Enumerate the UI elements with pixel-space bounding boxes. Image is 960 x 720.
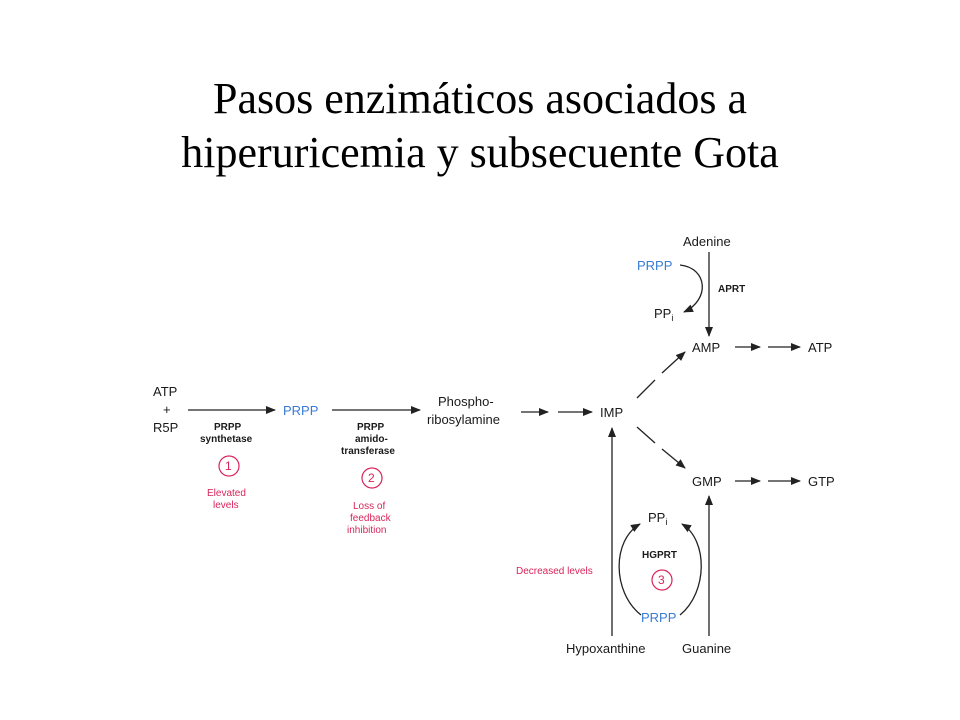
title-line-2: hiperuricemia y subsecuente Gota [181, 128, 779, 177]
step-3-number: 3 [658, 573, 665, 587]
plus-label: + [163, 402, 171, 417]
atp-out-label: ATP [808, 340, 832, 355]
hgprt-label: HGPRT [642, 550, 677, 561]
arrow-imp-amp-a [636, 379, 656, 399]
step-1-note-1: Elevated [207, 488, 246, 499]
phospho-label-1: Phospho- [438, 394, 494, 409]
atp-label: ATP [153, 384, 177, 399]
phospho-label-2: ribosylamine [427, 412, 500, 427]
title-line-1: Pasos enzimáticos asociados a [213, 74, 747, 123]
step-1-number: 1 [225, 459, 232, 473]
page-title: Pasos enzimáticos asociados a hiperurice… [0, 72, 960, 180]
step-2-note-3: inhibition [347, 525, 386, 536]
hypoxanthine-label: Hypoxanthine [566, 641, 646, 656]
gtp-label: GTP [808, 474, 835, 489]
aprt-curve-arrow [679, 264, 703, 313]
decreased-levels-label: Decreased levels [516, 566, 593, 577]
step-3-circle [651, 569, 673, 591]
step-2-note-1: Loss of [353, 501, 385, 512]
adenine-label: Adenine [683, 234, 731, 249]
aprt-label: APRT [718, 284, 745, 295]
prpp-aprt-label: PRPP [637, 258, 672, 273]
step-2-circle [361, 467, 383, 489]
r5p-label: R5P [153, 420, 178, 435]
prpp-label: PRPP [283, 403, 318, 418]
arrow-imp-gmp-a [636, 426, 656, 444]
guanine-label: Guanine [682, 641, 731, 656]
amido-label-2: amido- [355, 434, 388, 445]
gmp-label: GMP [692, 474, 722, 489]
step-1-circle [218, 455, 240, 477]
arrow-imp-gmp-b [661, 448, 686, 469]
prpp-synthetase-label-2: synthetase [200, 434, 253, 445]
step-2-note-2: feedback [350, 513, 392, 524]
arrow-imp-amp-b [661, 351, 686, 374]
amp-label: AMP [692, 340, 720, 355]
ppi-aprt-label: PPi [654, 306, 673, 323]
ppi-hgprt-label: PPi [648, 510, 667, 527]
imp-label: IMP [600, 405, 623, 420]
amido-label-3: transferase [341, 446, 395, 457]
prpp-synthetase-label-1: PRPP [214, 422, 242, 433]
amido-label-1: PRPP [357, 422, 385, 433]
hgprt-right-curve [679, 523, 702, 616]
step-1-note-2: levels [213, 500, 239, 511]
step-2-number: 2 [368, 471, 375, 485]
hgprt-left-curve [618, 523, 642, 616]
prpp-hgprt-label: PRPP [641, 610, 676, 625]
